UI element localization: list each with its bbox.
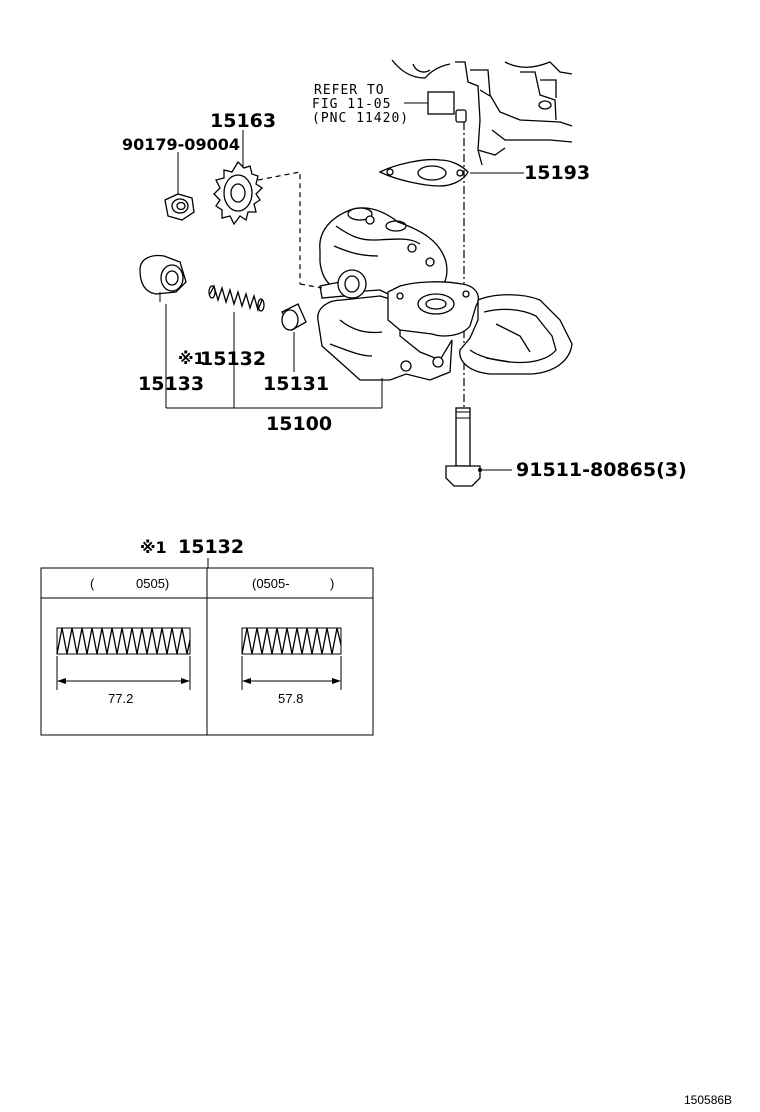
table-col1-header-right: 0505): [136, 576, 169, 591]
spring-long-drawing: [56, 627, 191, 690]
oil-pump-body: [299, 207, 573, 381]
spring-variant-table: ※1 15132 ( 0505) (0505- ) 77.2: [40, 536, 374, 736]
figure-id: 150586B: [684, 1093, 732, 1107]
callout-nut-number: 90179-09004: [122, 135, 240, 154]
callout-valve-number: 15131: [263, 373, 329, 395]
callout-spring-mark: ※1: [178, 349, 205, 368]
callout-plug-number: 15133: [138, 373, 204, 395]
sprocket-15163: [213, 130, 301, 284]
refer-text-line-2: FIG 11-05: [312, 97, 391, 112]
callout-bolt-number: 91511-80865(3): [516, 459, 687, 481]
table-col1-header-left: (: [90, 576, 95, 591]
table-col1-length: 77.2: [108, 691, 133, 706]
plug-15133: [139, 254, 187, 302]
refer-text-line-3: (PNC 11420): [312, 111, 409, 126]
spring-short-drawing: [241, 627, 342, 690]
table-col2-header-right: ): [330, 576, 334, 591]
refer-text-line-1: REFER TO: [314, 83, 385, 98]
nut-90179-09004: [164, 152, 195, 221]
callout-pump-assy-number: 15100: [266, 413, 332, 435]
engine-block-illustration: [391, 59, 573, 166]
relief-spring-15132: [208, 284, 265, 313]
callout-spring-number: 15132: [200, 348, 266, 370]
callout-sprocket-number: 15163: [210, 110, 276, 132]
bolt-91511-80865: [445, 407, 512, 487]
table-col2-length: 57.8: [278, 691, 303, 706]
table-title: 15132: [178, 536, 244, 558]
assembly-bracket-lines: [165, 304, 383, 409]
table-mark: ※1: [140, 538, 167, 557]
table-col2-header-left: (0505-: [252, 576, 290, 591]
gasket-15193: [378, 158, 524, 187]
reference-bracket: [404, 91, 455, 115]
callout-gasket-number: 15193: [524, 162, 590, 184]
relief-valve-15131: [281, 303, 307, 331]
